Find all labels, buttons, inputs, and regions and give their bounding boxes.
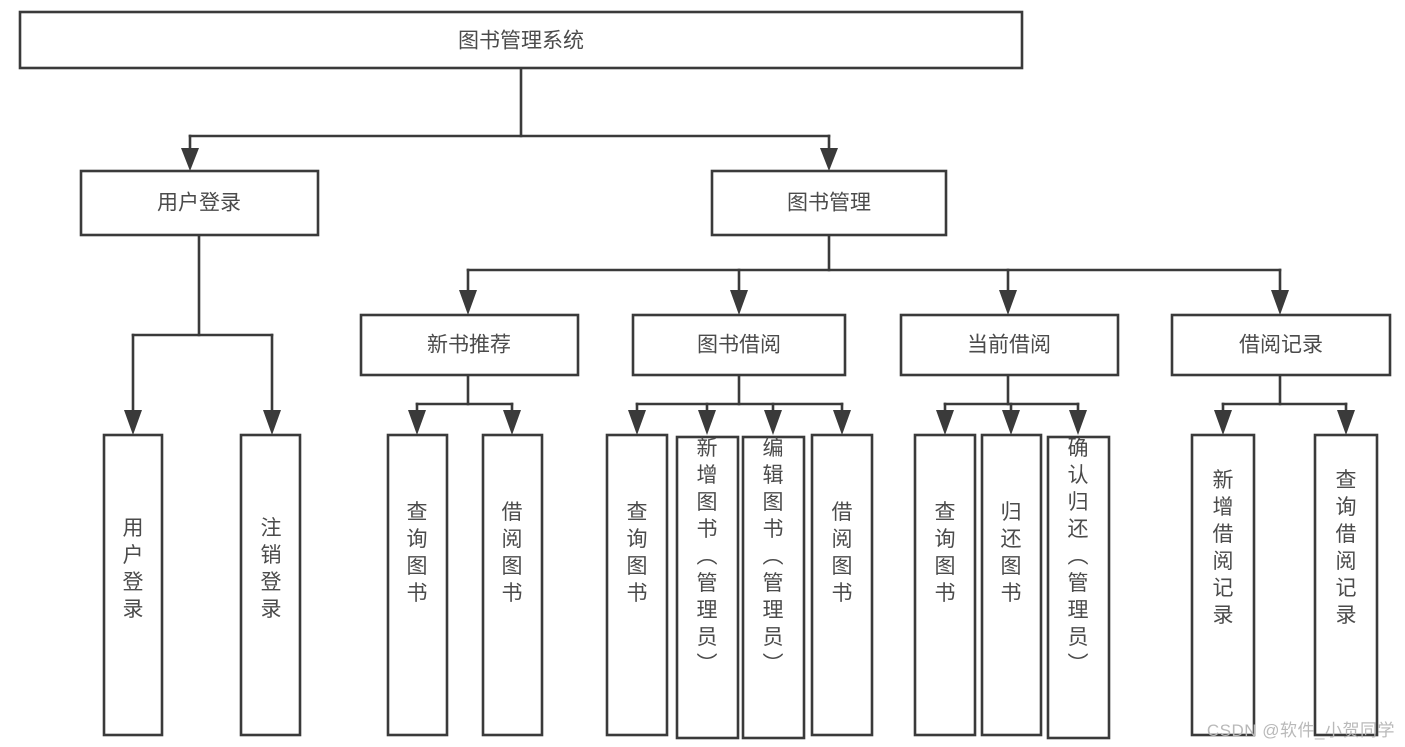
node-borrow-record[interactable]: 借阅记录: [1170, 313, 1392, 377]
node-box-root[interactable]: [18, 10, 1024, 70]
node-label-leaf-return-book: 归还图书: [1001, 501, 1022, 605]
arrow-head-to-book-management: [820, 148, 838, 171]
arrow-head-currentborrow-leaf-1: [936, 410, 954, 435]
node-leaf-edit-book[interactable]: 编辑图书︵管理员︶: [741, 435, 806, 740]
node-label-root: 图书管理系统: [458, 30, 584, 53]
arrow-head-currentborrow-leaf-3: [1069, 410, 1087, 435]
node-box-leaf-borrow-book-bb[interactable]: [810, 433, 874, 737]
arrow-head-newbook-leaf-1: [408, 410, 426, 435]
node-root-system[interactable]: 图书管理系统: [18, 10, 1024, 70]
connector-group-book-management: [459, 233, 1289, 315]
node-label-book-management: 图书管理: [787, 192, 871, 215]
node-box-user-login[interactable]: [79, 169, 320, 237]
connector-group-root: [181, 66, 838, 171]
arrow-head-bookborrow-leaf-4: [833, 410, 851, 435]
node-label-new-book-recommend: 新书推荐: [427, 334, 511, 357]
arrow-head-borrowrecord-leaf-1: [1214, 410, 1232, 435]
node-box-leaf-add-borrow-record[interactable]: [1190, 433, 1256, 737]
arrow-head-bookborrow-leaf-2: [698, 410, 716, 435]
node-box-leaf-logout[interactable]: [239, 433, 302, 737]
node-leaf-query-book-bb[interactable]: 查询图书: [605, 433, 669, 737]
connector-group-new-book-recommend: [408, 373, 521, 435]
node-label-leaf-logout: 注销登录: [261, 517, 282, 621]
connector-group-current-borrow: [936, 373, 1087, 435]
node-leaf-user-login[interactable]: 用户登录: [102, 433, 164, 737]
node-leaf-add-borrow-record[interactable]: 新增借阅记录: [1190, 433, 1256, 737]
node-box-leaf-edit-book[interactable]: [741, 435, 806, 740]
node-current-borrow[interactable]: 当前借阅: [899, 313, 1120, 377]
node-leaf-logout[interactable]: 注销登录: [239, 433, 302, 737]
arrow-head-to-new-book: [459, 290, 477, 315]
node-label-leaf-query-borrow-record: 查询借阅记录: [1336, 469, 1357, 627]
node-leaf-add-book[interactable]: 新增图书︵管理员︶: [675, 435, 740, 740]
node-box-leaf-user-login[interactable]: [102, 433, 164, 737]
arrow-head-to-borrow-record: [1271, 290, 1289, 315]
node-box-current-borrow[interactable]: [899, 313, 1120, 377]
node-box-leaf-add-book[interactable]: [675, 435, 740, 740]
node-book-management[interactable]: 图书管理: [710, 169, 948, 237]
node-box-leaf-borrow-book-nbr[interactable]: [481, 433, 544, 737]
connector-group-book-borrow: [628, 373, 851, 435]
node-box-leaf-return-book[interactable]: [980, 433, 1043, 737]
node-label-leaf-edit-book: 编辑图书︵管理员︶: [763, 437, 784, 676]
arrow-head-to-user-login: [181, 148, 199, 171]
node-label-leaf-query-book-bb: 查询图书: [627, 501, 648, 605]
node-leaf-query-borrow-record[interactable]: 查询借阅记录: [1313, 433, 1379, 737]
node-leaf-borrow-book-bb[interactable]: 借阅图书: [810, 433, 874, 737]
arrow-head-bookborrow-leaf-3: [764, 410, 782, 435]
arrow-head-to-book-borrow: [730, 290, 748, 315]
node-box-leaf-query-book-cb[interactable]: [913, 433, 977, 737]
node-label-leaf-borrow-book-nbr: 借阅图书: [502, 501, 523, 605]
arrow-head-newbook-leaf-2: [503, 410, 521, 435]
arrow-head-currentborrow-leaf-2: [1002, 410, 1020, 435]
node-label-current-borrow: 当前借阅: [967, 334, 1051, 357]
node-user-login[interactable]: 用户登录: [79, 169, 320, 237]
node-box-leaf-query-borrow-record[interactable]: [1313, 433, 1379, 737]
node-leaf-return-book[interactable]: 归还图书: [980, 433, 1043, 737]
node-box-borrow-record[interactable]: [1170, 313, 1392, 377]
node-label-leaf-borrow-book-bb: 借阅图书: [832, 501, 853, 605]
node-new-book-recommend[interactable]: 新书推荐: [359, 313, 580, 377]
node-leaf-borrow-book-nbr[interactable]: 借阅图书: [481, 433, 544, 737]
node-leaf-confirm-return[interactable]: 确认归还︵管理员︶: [1046, 435, 1111, 740]
connector-group-user-login: [124, 233, 281, 435]
arrow-head-bookborrow-leaf-1: [628, 410, 646, 435]
node-label-book-borrow: 图书借阅: [697, 334, 781, 357]
node-label-user-login: 用户登录: [157, 192, 241, 215]
node-leaf-query-book-cb[interactable]: 查询图书: [913, 433, 977, 737]
arrow-head-to-current-borrow: [999, 290, 1017, 315]
node-label-leaf-add-book: 新增图书︵管理员︶: [697, 437, 718, 676]
node-label-leaf-user-login: 用户登录: [123, 517, 144, 621]
node-label-leaf-confirm-return: 确认归还︵管理员︶: [1068, 437, 1089, 676]
node-label-borrow-record: 借阅记录: [1239, 334, 1323, 357]
node-box-leaf-query-book-bb[interactable]: [605, 433, 669, 737]
arrow-head-borrowrecord-leaf-2: [1337, 410, 1355, 435]
node-box-book-management[interactable]: [710, 169, 948, 237]
node-box-leaf-confirm-return[interactable]: [1046, 435, 1111, 740]
arrow-head-login-leaf-2: [263, 410, 281, 435]
node-leaf-query-book-nbr[interactable]: 查询图书: [386, 433, 449, 737]
node-box-leaf-query-book-nbr[interactable]: [386, 433, 449, 737]
node-label-leaf-query-book-nbr: 查询图书: [407, 501, 428, 605]
arrow-head-login-leaf-1: [124, 410, 142, 435]
node-box-new-book-recommend[interactable]: [359, 313, 580, 377]
node-box-book-borrow[interactable]: [631, 313, 847, 377]
node-book-borrow[interactable]: 图书借阅: [631, 313, 847, 377]
node-label-leaf-add-borrow-record: 新增借阅记录: [1213, 469, 1234, 627]
connector-group-borrow-record: [1214, 373, 1355, 435]
node-label-leaf-query-book-cb: 查询图书: [935, 501, 956, 605]
